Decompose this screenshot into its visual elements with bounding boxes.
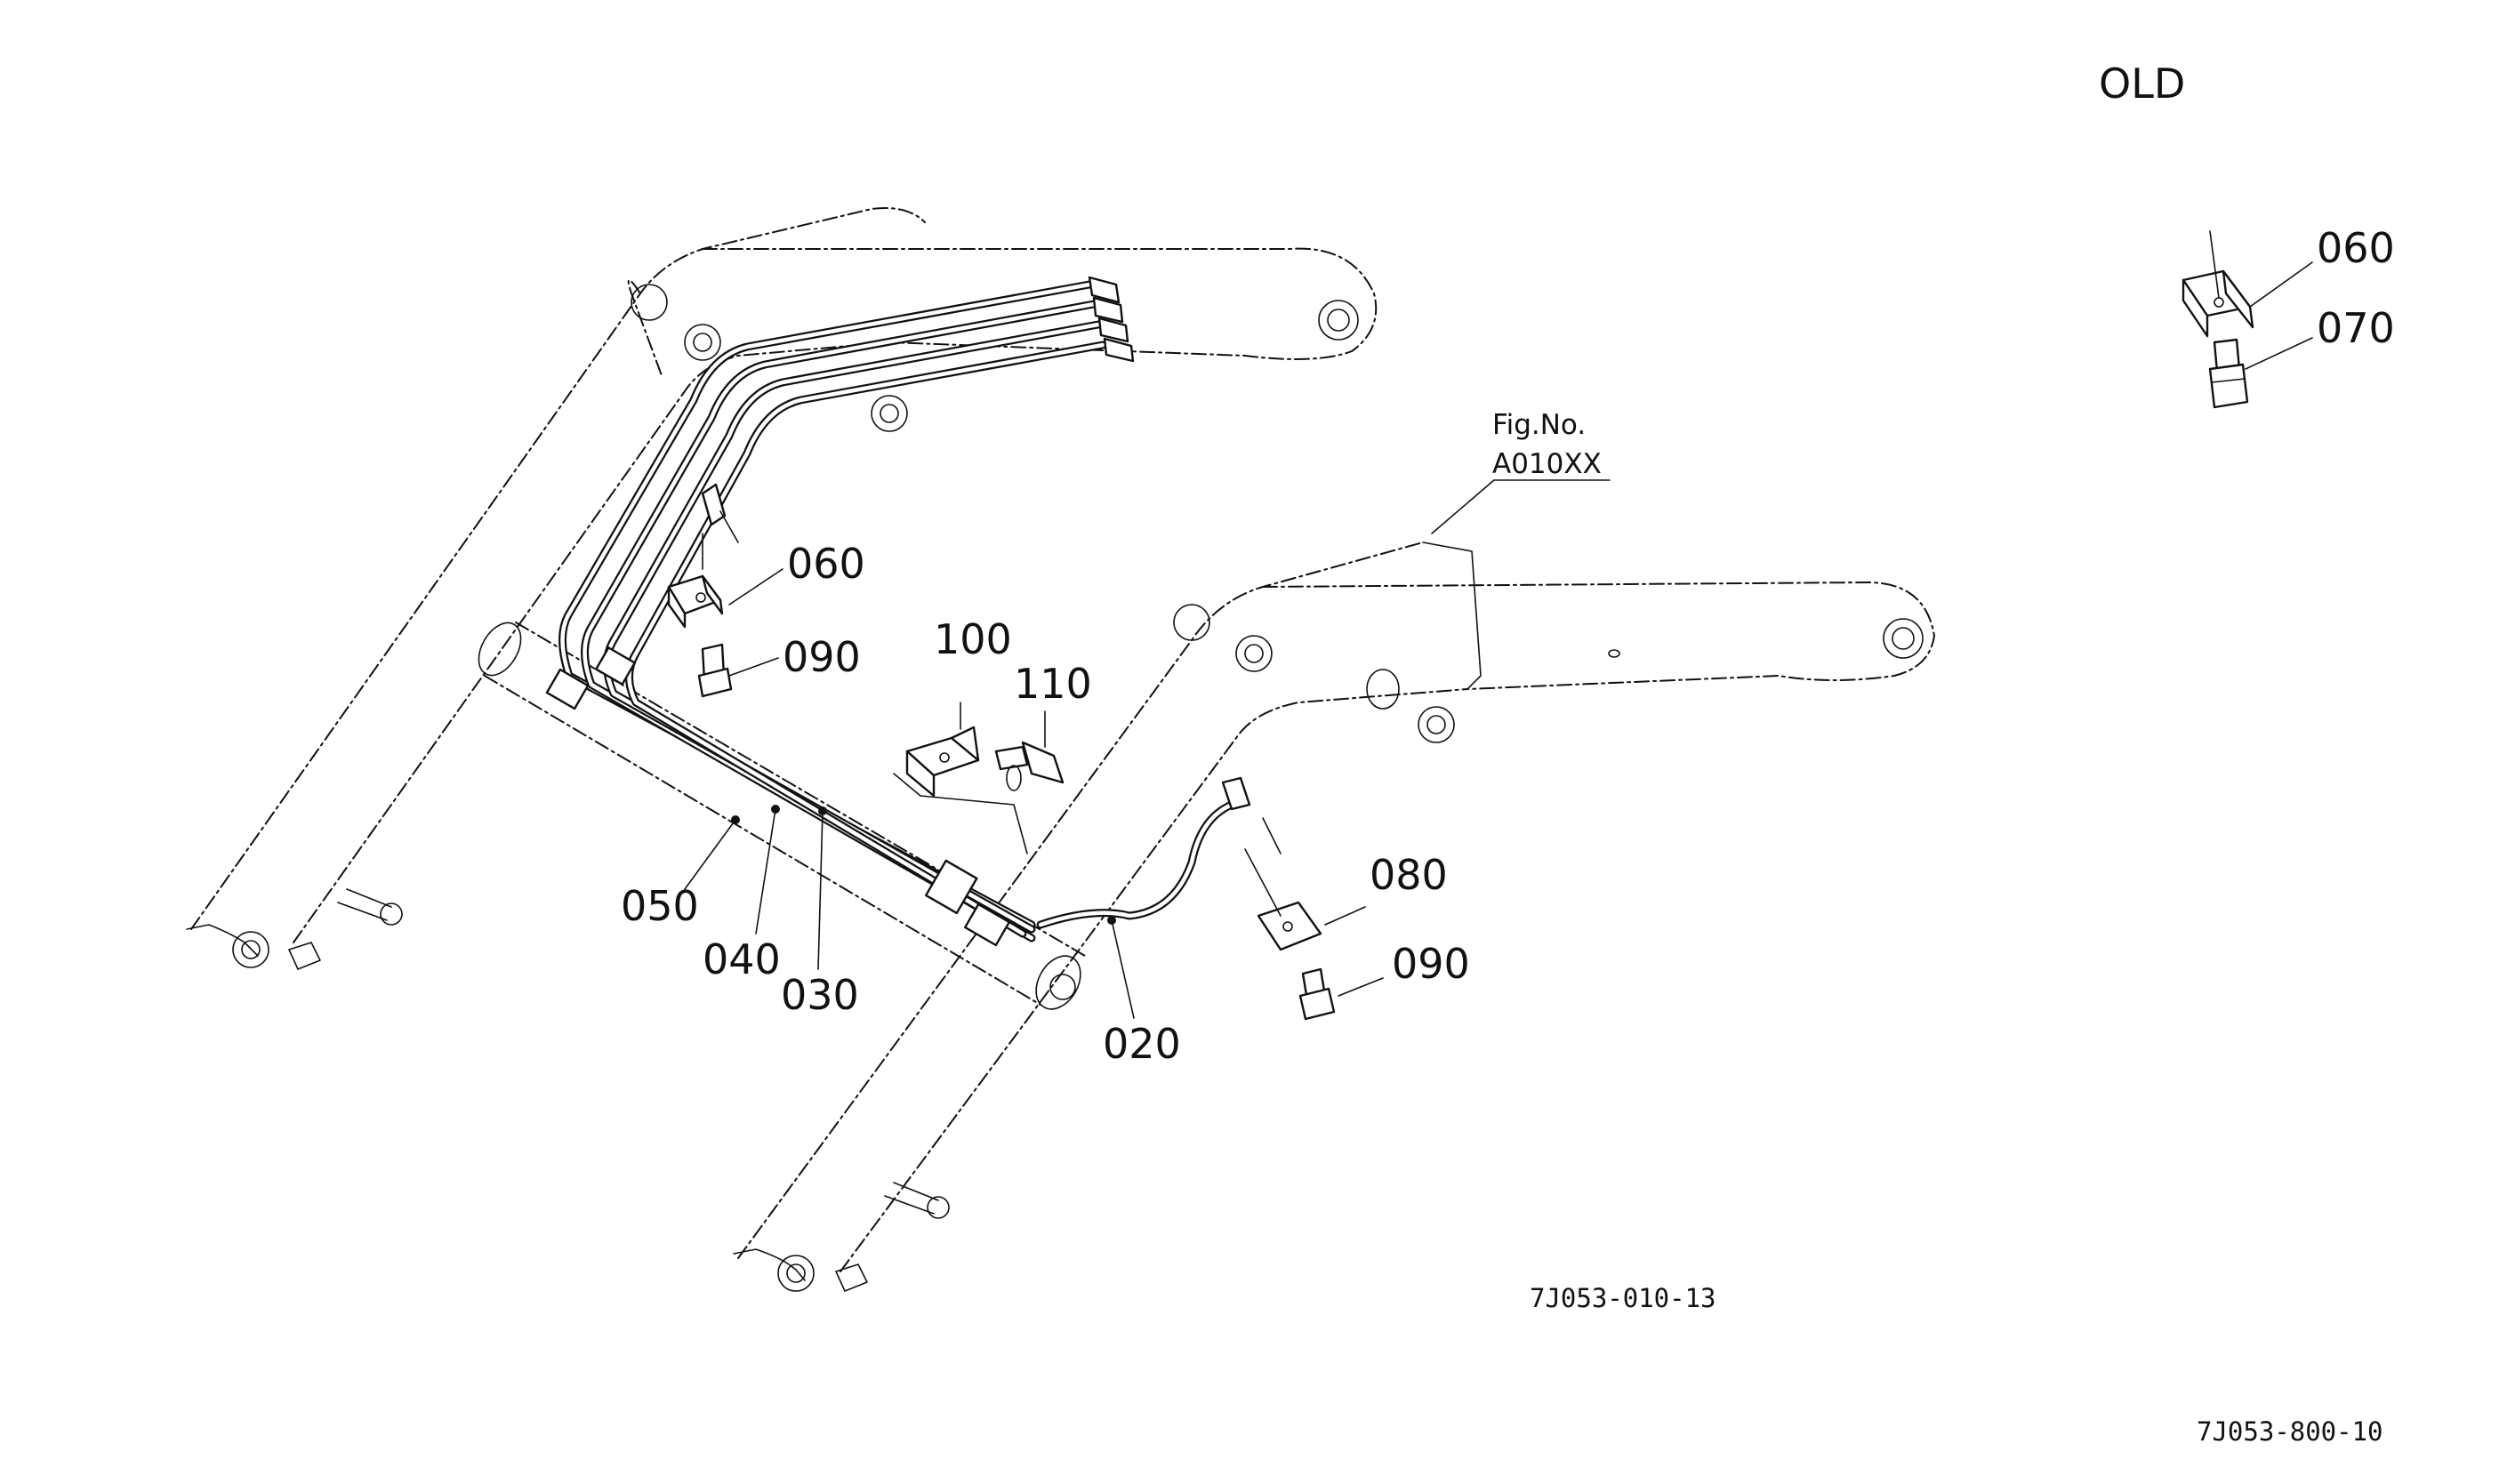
bolt-090-left [697, 643, 733, 698]
leader-060-inset [2249, 261, 2313, 308]
plate-080 [1244, 848, 1322, 951]
fig-number: A010XX [1492, 448, 1602, 480]
leader-060-left [728, 568, 783, 606]
variant-label: OLD [2099, 60, 2185, 108]
callout-020: 020 [1103, 1020, 1181, 1068]
leader-090-right [1338, 977, 1384, 997]
illustration-code: 7J053-010-13 [1530, 1283, 1716, 1313]
bolt-110 [994, 741, 1065, 791]
leader-050 [684, 819, 736, 890]
callout-040: 040 [703, 935, 781, 983]
leader-020 [1111, 919, 1135, 1019]
callout-090-right: 090 [1392, 940, 1470, 988]
bracket-060-inset [2182, 230, 2254, 338]
callout-060-inset: 060 [2317, 224, 2395, 272]
leader-070-inset [2245, 337, 2313, 370]
bracket-060-left [667, 533, 724, 629]
callout-030: 030 [781, 971, 859, 1019]
callout-110: 110 [1014, 660, 1092, 708]
bolt-070-inset [2208, 338, 2249, 409]
right-loader-arm [733, 541, 1936, 1292]
callout-100: 100 [934, 615, 1012, 663]
callout-080: 080 [1370, 851, 1448, 899]
page-code: 7J053-800-10 [2197, 1416, 2383, 1447]
leader-090-left [728, 657, 779, 677]
fig-label: Fig.No. [1492, 409, 1586, 441]
callout-060-left: 060 [787, 540, 865, 588]
leader-040 [755, 808, 776, 935]
hydraulic-pipes [545, 276, 1282, 947]
left-loader-arm [186, 207, 1378, 970]
callout-090-left: 090 [783, 633, 861, 681]
leader-030 [817, 810, 824, 970]
fig-leader [1431, 479, 1495, 534]
leader-080 [1324, 906, 1366, 926]
callout-070-inset: 070 [2317, 304, 2395, 352]
callout-050: 050 [621, 882, 699, 930]
bracket-100 [893, 726, 1028, 854]
bolt-090-right [1298, 967, 1336, 1021]
